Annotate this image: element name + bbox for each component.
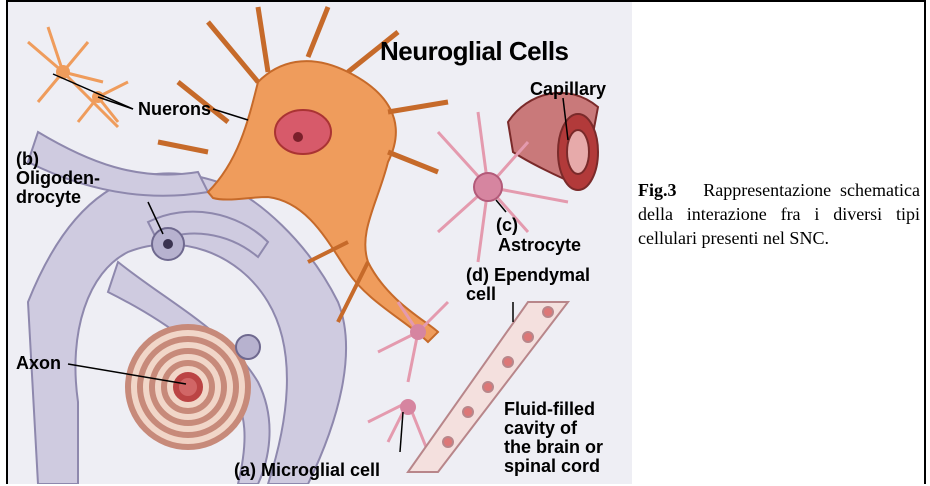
label-oligo-tag: (b)	[16, 150, 39, 169]
label-astro-tag: (c)	[496, 216, 518, 235]
label-astrocyte: Astrocyte	[498, 236, 581, 255]
neuroglia-illustration: Neuroglial Cells Nuerons (b) Oligoden- d…	[8, 2, 632, 484]
label-oligo-line2: drocyte	[16, 188, 81, 207]
label-neurons: Nuerons	[138, 100, 211, 119]
label-ependymal-line2: cell	[466, 285, 496, 304]
label-oligo-line1: Oligoden-	[16, 169, 100, 188]
caption-label: Fig.3	[638, 180, 677, 200]
label-fluid-line4: spinal cord	[504, 457, 600, 476]
axon-spiral	[128, 327, 248, 447]
label-ependymal-line1: (d) Ependymal	[466, 266, 590, 285]
label-capillary: Capillary	[530, 80, 606, 99]
figure-title: Neuroglial Cells	[380, 38, 569, 65]
label-fluid-line3: the brain or	[504, 438, 603, 457]
label-fluid-line2: cavity of	[504, 419, 577, 438]
caption-text: Rappresentazione schematica della intera…	[638, 180, 920, 248]
figure-caption: Fig.3 Rappresentazione schematica della …	[638, 178, 920, 250]
label-fluid-line1: Fluid-filled	[504, 400, 595, 419]
label-axon: Axon	[16, 354, 61, 373]
neuron-small	[28, 27, 128, 127]
capillary	[508, 93, 598, 190]
label-microglial: (a) Microglial cell	[234, 461, 380, 480]
